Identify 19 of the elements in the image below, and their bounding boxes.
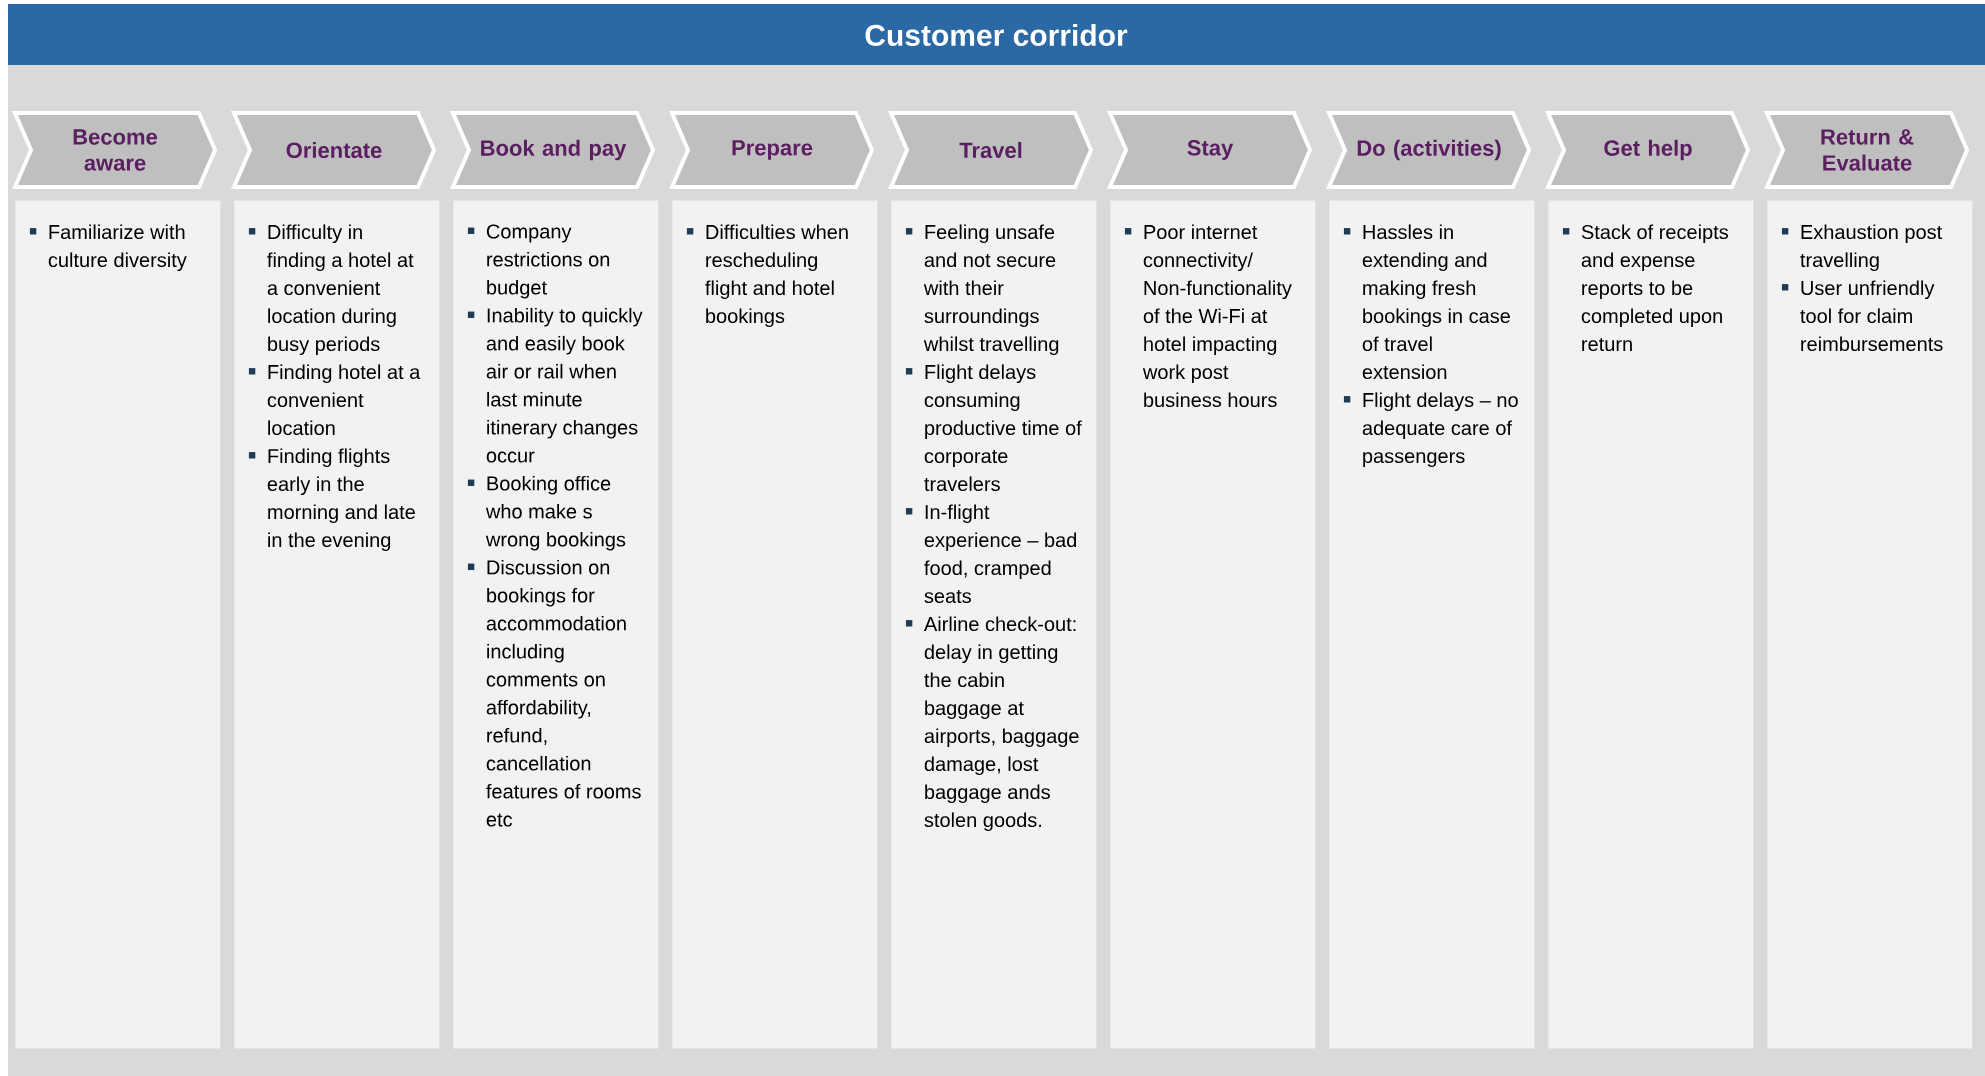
content-column: Feeling unsafe and not secure with their surroundings whilst travelling Flight delays consuming productive time of corporate travelers In-flight experience – bad food, cramped seats Airline check-out: delay in getting the cabin baggage at airports, baggage damage, lost baggage ands stolen goods. xyxy=(891,200,1097,1049)
stage-heading: Return & Evaluate xyxy=(1764,111,1970,189)
content-column: Stack of receipts and expense reports to be completed upon return xyxy=(1548,200,1754,1049)
stage-heading: Book and pay xyxy=(449,111,656,189)
stage-heading: Become aware xyxy=(11,111,218,189)
content-column: Exhaustion post travelling User unfriendly tool for claim reimbursements xyxy=(1767,200,1973,1049)
content-column: Difficulty in finding a hotel at a convenient location during busy periods Finding hotel at a convenient location Finding flights early in the morning and late in the evening xyxy=(234,200,440,1049)
stage-heading: Prepare xyxy=(668,111,875,189)
content-column: Hassles in extending and making fresh bookings in case of travel extension Flight delays – no adequate care of passengers xyxy=(1329,200,1535,1049)
stage-heading: Travel xyxy=(887,111,1094,189)
stage-heading: Stay xyxy=(1106,111,1313,189)
content-column: Company restrictions on budget Inability to quickly and easily book air or rail when last minute itinerary changes occur Booking office who make s wrong bookings Discussion on bookings for accommodation including comments on affordability, refund, cancellation features of rooms etc xyxy=(453,200,659,1049)
stage-heading: Do (activities) xyxy=(1325,111,1532,189)
content-column: Poor internet connectivity/ Non-functionality of the Wi-Fi at hotel impacting work post business hours xyxy=(1110,200,1316,1049)
stage-heading: Get help xyxy=(1544,111,1751,189)
content-column: Difficulties when rescheduling flight and hotel bookings xyxy=(672,200,878,1049)
title-banner: Customer corridor xyxy=(8,4,1985,65)
content-column: Familiarize with culture diversity xyxy=(15,200,221,1049)
stage-heading: Orientate xyxy=(230,111,437,189)
